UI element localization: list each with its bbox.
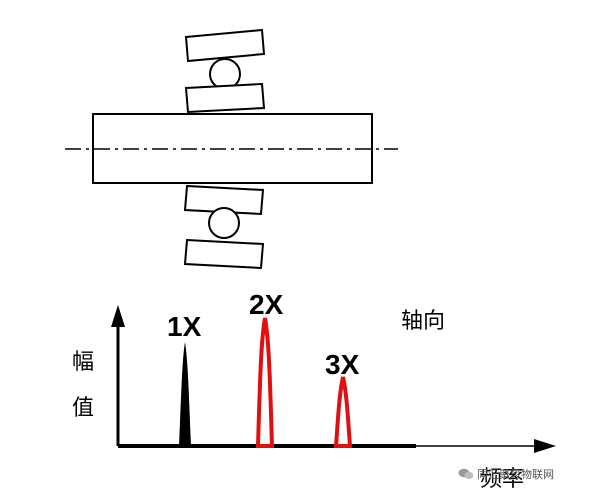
y-axis-label-char2: 值	[72, 396, 95, 421]
upper-bearing-inner-race	[184, 82, 266, 114]
peak-3x	[333, 376, 353, 448]
x-axis-label: 频率	[480, 467, 525, 492]
y-axis-arrowhead	[111, 305, 125, 327]
peak-2x	[255, 317, 275, 448]
upper-bearing-outer-race	[184, 28, 266, 63]
watermark-text: 同汇聚风物联网	[477, 468, 554, 481]
lower-bearing-outer-race	[183, 238, 265, 270]
upper-bearing	[184, 28, 266, 114]
direction-label: 轴向	[401, 309, 446, 334]
watermark: 同汇聚风物联网	[458, 466, 554, 482]
peak-3x-label: 3X	[325, 349, 360, 380]
y-axis-label-char1: 幅	[72, 350, 95, 375]
lower-bearing	[183, 184, 265, 270]
lower-bearing-ball	[208, 207, 240, 239]
lower-bearing-inner-race	[183, 184, 265, 216]
x-axis-arrowhead	[534, 439, 556, 453]
peak-2x-label: 2X	[249, 289, 284, 320]
peak-1x	[179, 342, 191, 446]
wechat-icon	[458, 468, 474, 480]
peak-1x-label: 1X	[167, 311, 202, 342]
